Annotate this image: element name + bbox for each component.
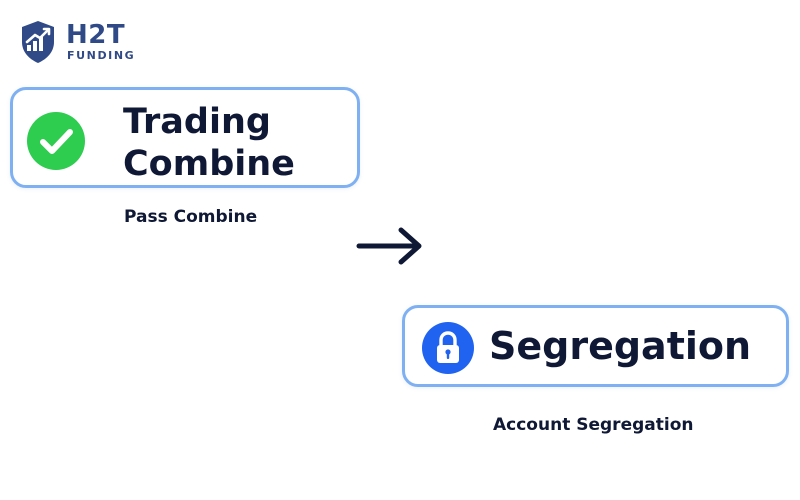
arrow-right-icon <box>356 227 422 265</box>
step-card-trading-combine: Trading Combine <box>10 87 360 188</box>
shield-chart-icon <box>22 21 54 63</box>
step-title: Segregation <box>489 324 752 368</box>
lock-icon <box>422 322 474 374</box>
brand-tagline: FUNDING <box>67 49 136 62</box>
check-circle-icon <box>27 112 85 170</box>
brand-logo: H2T FUNDING <box>20 20 140 66</box>
step-caption: Account Segregation <box>493 415 694 435</box>
brand-name: H2T <box>66 20 126 50</box>
step-card-segregation: Segregation <box>402 305 789 387</box>
step-title: Trading Combine <box>123 102 295 184</box>
step-caption: Pass Combine <box>124 207 258 227</box>
